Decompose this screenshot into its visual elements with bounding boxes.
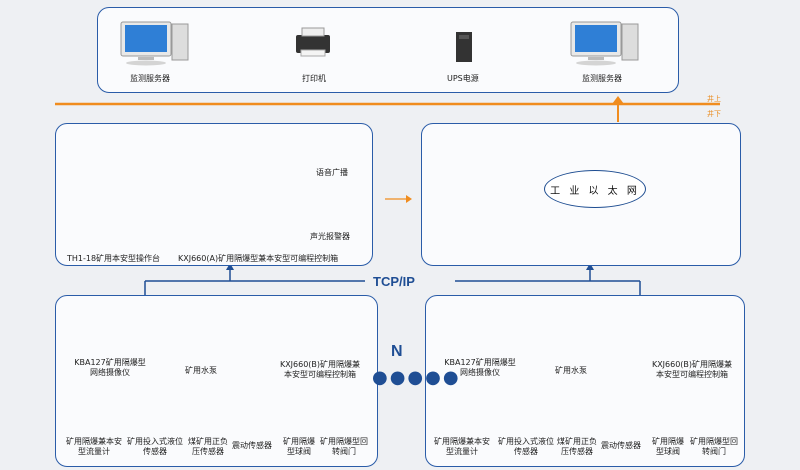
station1-sensor-ballvalve: 矿用隔爆型球阀: [283, 437, 315, 456]
ups-icon: [456, 32, 472, 62]
station2-camera-label: KBA127矿用隔爆型网络摄像仪: [444, 358, 516, 377]
station1-sensor-vibration: 震动传感器: [232, 441, 272, 450]
station2-sensor-rotaryvalve: 矿用隔爆型回转阀门: [690, 437, 738, 456]
ethernet-label: 工 业 以 太 网: [550, 185, 640, 197]
station1-sensor-pressure: 煤矿用正负压传感器: [188, 437, 228, 456]
station2-sensor-vibration: 震动传感器: [601, 441, 641, 450]
station2-sensor-ballvalve: 矿用隔爆型球阀: [652, 437, 684, 456]
tcp-arrow-left: [226, 263, 234, 270]
ups-label: UPS电源: [447, 74, 479, 83]
mid-link-arrow: [406, 195, 412, 203]
printer-label: 打印机: [302, 74, 326, 83]
station1-controller-label: KXJ660(B)矿用隔爆兼本安型可编程控制箱: [279, 360, 361, 379]
monitor-right-label: 监测服务器: [582, 74, 622, 83]
monitor-left-label: 监测服务器: [130, 74, 170, 83]
tcp-ip-label: TCP/IP: [373, 274, 415, 289]
down-label: 井下: [707, 110, 721, 118]
alarm-label: 声光报警器: [310, 232, 350, 241]
station1-sensor-flow: 矿用隔爆兼本安型流量计: [66, 437, 122, 456]
station1-sensor-level: 矿用投入式液位传感器: [127, 437, 183, 456]
station1-panel: [55, 295, 378, 467]
station2-panel: [425, 295, 745, 467]
console-label: TH1-18矿用本安型操作台: [67, 254, 161, 263]
ethernet-panel: [421, 123, 741, 266]
station2-controller-label: KXJ660(B)矿用隔爆兼本安型可编程控制箱: [651, 360, 733, 379]
control-panel: [55, 123, 373, 266]
station2-sensor-level: 矿用投入式液位传感器: [498, 437, 554, 456]
monitor-right-icon: [570, 21, 639, 66]
printer-icon: [296, 27, 330, 57]
station1-camera-label: KBA127矿用隔爆型网络摄像仪: [74, 358, 146, 377]
ethernet-cloud: 工 业 以 太 网: [544, 170, 646, 208]
ellipsis-dots: ●●●●●: [372, 367, 461, 388]
monitor-left-icon: [120, 21, 189, 66]
station2-sensor-pressure: 煤矿用正负压传感器: [557, 437, 597, 456]
station1-pump-label: 矿用水泵: [185, 366, 217, 375]
uplink-arrow: [612, 96, 624, 104]
station2-sensor-flow: 矿用隔爆兼本安型流量计: [434, 437, 490, 456]
station2-pump-label: 矿用水泵: [555, 366, 587, 375]
station1-sensor-rotaryvalve: 矿用隔爆型回转阀门: [320, 437, 368, 456]
cabinet-a-label: KXJ660(A)矿用隔爆型兼本安型可编程控制箱: [178, 254, 339, 263]
broadcast-label: 语音广播: [316, 168, 348, 177]
n-label: N: [391, 343, 403, 360]
up-label: 井上: [707, 95, 721, 103]
tcp-arrow-right: [586, 263, 594, 270]
